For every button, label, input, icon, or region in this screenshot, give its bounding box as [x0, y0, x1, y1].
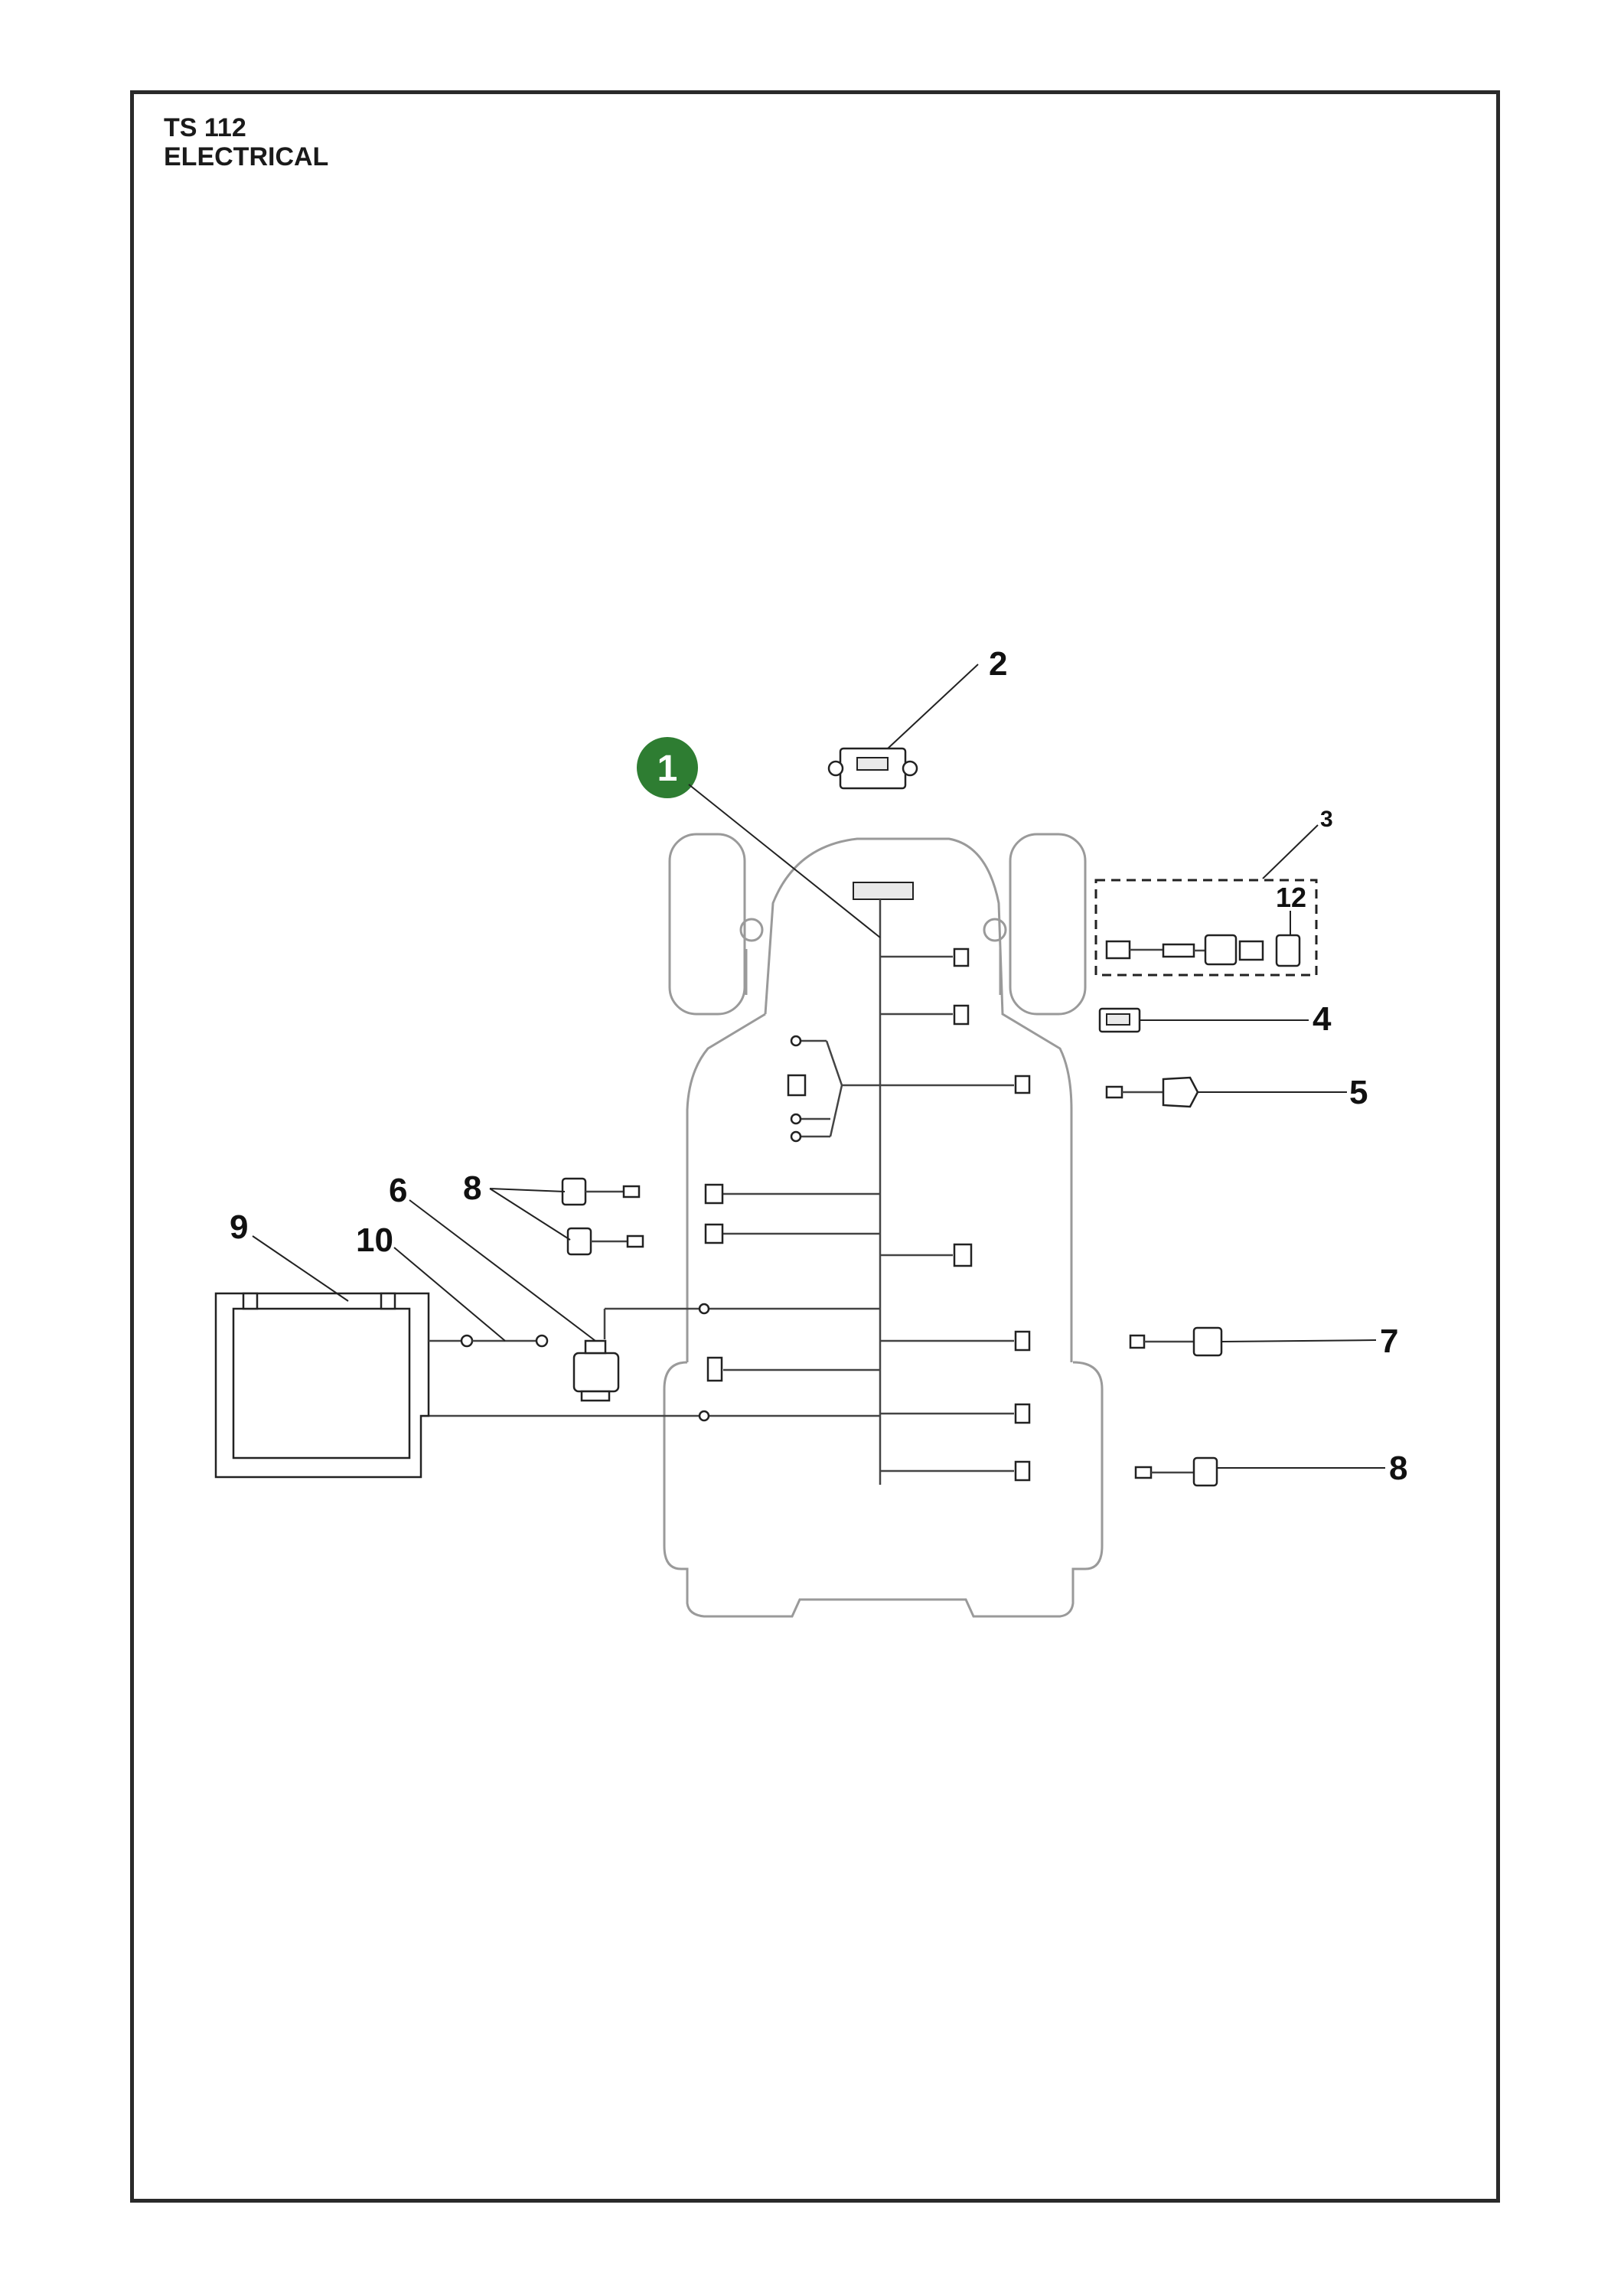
brake-switch-left [489, 1177, 644, 1256]
callout-6: 6 [389, 1172, 407, 1209]
callout-7: 7 [1380, 1322, 1398, 1360]
control-module [827, 664, 979, 790]
tractor-outline [663, 833, 1104, 1618]
hour-meter [1098, 1007, 1309, 1033]
callout-8-right: 8 [1389, 1450, 1407, 1487]
title-block: TS 112 ELECTRICAL [164, 113, 328, 171]
harness-connectors [698, 947, 1031, 1482]
callout-5: 5 [1349, 1074, 1368, 1111]
callout-4: 4 [1313, 1000, 1332, 1038]
wiring-harness [421, 882, 1014, 1485]
callout-10: 10 [356, 1221, 393, 1259]
brake-switch-right [1134, 1456, 1385, 1487]
starter-solenoid [409, 1199, 620, 1402]
callouts: 1 2 3 12 4 5 7 8 6 8 9 10 [230, 645, 1407, 1487]
section-title: ELECTRICAL [164, 142, 329, 172]
page-frame [130, 90, 1500, 2203]
callout-9: 9 [230, 1208, 248, 1246]
callout-1: 1 [657, 748, 678, 789]
ignition-switch-group [1094, 824, 1319, 977]
callout-3: 3 [1320, 807, 1333, 832]
headlight-switch [1105, 1076, 1347, 1108]
callout-1-badge [637, 737, 698, 798]
harness-main-connector [853, 882, 914, 900]
callout-8-left: 8 [463, 1169, 481, 1207]
callout-12: 12 [1276, 882, 1306, 913]
callout-2: 2 [989, 645, 1007, 683]
model-title: TS 112 [164, 113, 246, 142]
battery-cable [393, 1247, 549, 1348]
battery [214, 1235, 467, 1479]
seat-switch [1129, 1326, 1377, 1357]
